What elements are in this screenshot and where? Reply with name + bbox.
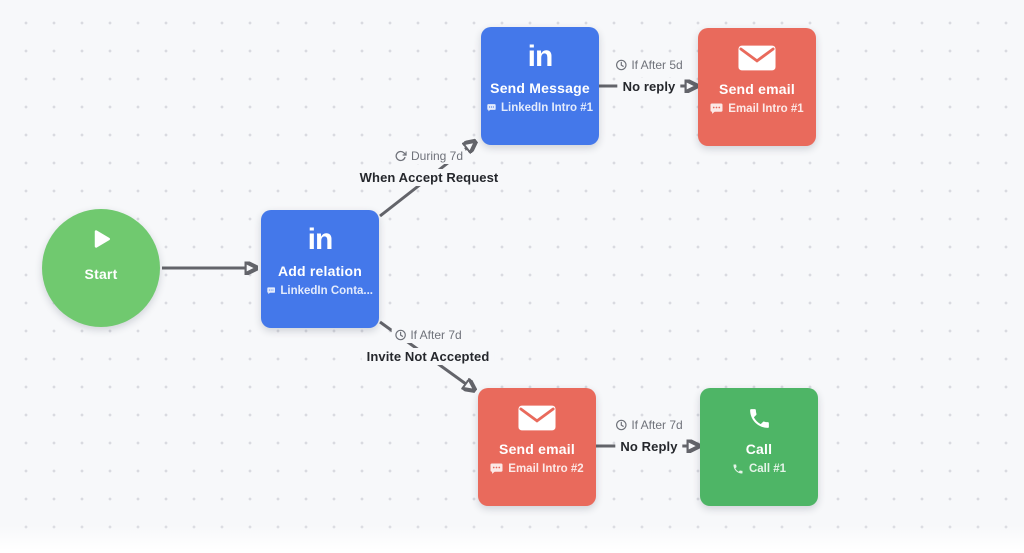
- add-relation-node[interactable]: in Add relation LinkedIn Conta...: [261, 210, 379, 328]
- send-message-node[interactable]: in Send Message LinkedIn Intro #1: [481, 27, 599, 145]
- chat-bubble-icon: [710, 103, 723, 114]
- sync-icon: [395, 150, 407, 162]
- chat-bubble-icon: [487, 104, 496, 112]
- linkedin-icon: in: [307, 223, 334, 256]
- envelope-icon: [518, 401, 556, 435]
- edge-trigger: No Reply: [615, 438, 683, 455]
- edge-condition: During 7d: [410, 149, 464, 163]
- linkedin-icon: in: [527, 40, 554, 73]
- edge-label-no-reply-top[interactable]: If After 5d No reply: [612, 57, 686, 95]
- phone-icon-small: [733, 464, 743, 474]
- node-subtitle: Email Intro #1: [728, 103, 804, 115]
- edge-label-when-accept-request[interactable]: During 7d When Accept Request: [354, 148, 504, 186]
- edge-label-no-reply-bottom[interactable]: If After 7d No Reply: [612, 417, 686, 455]
- node-subtitle: LinkedIn Intro #1: [500, 102, 593, 114]
- edge-condition: If After 7d: [410, 328, 462, 342]
- edge-label-invite-not-accepted[interactable]: If After 7d Invite Not Accepted: [361, 327, 495, 365]
- edge-trigger: Invite Not Accepted: [361, 348, 495, 365]
- node-subtitle: Call #1: [748, 463, 787, 475]
- edge-trigger: When Accept Request: [354, 169, 504, 186]
- clock-icon: [616, 59, 627, 71]
- chat-bubble-icon: [267, 287, 276, 295]
- phone-icon: [747, 401, 772, 435]
- node-subtitle: LinkedIn Conta...: [280, 285, 373, 297]
- node-title: Add relation: [277, 263, 363, 279]
- clock-icon: [616, 419, 627, 431]
- send-email-1-node[interactable]: Send email Email Intro #1: [698, 28, 816, 146]
- clock-icon: [395, 329, 406, 341]
- node-subtitle: Email Intro #2: [508, 463, 584, 475]
- edge-condition: If After 7d: [631, 418, 683, 432]
- envelope-icon: [738, 41, 776, 75]
- start-node-label: Start: [84, 266, 118, 282]
- edge-condition: If After 5d: [631, 58, 683, 72]
- chat-bubble-icon: [490, 463, 503, 474]
- node-title: Send Message: [490, 80, 590, 96]
- start-node[interactable]: Start: [42, 209, 160, 327]
- call-node[interactable]: Call Call #1: [700, 388, 818, 506]
- play-icon: [88, 225, 114, 253]
- edge-trigger: No reply: [617, 78, 681, 95]
- node-title: Call: [745, 441, 773, 457]
- node-title: Send email: [719, 81, 795, 97]
- node-title: Send email: [499, 441, 575, 457]
- send-email-2-node[interactable]: Send email Email Intro #2: [478, 388, 596, 506]
